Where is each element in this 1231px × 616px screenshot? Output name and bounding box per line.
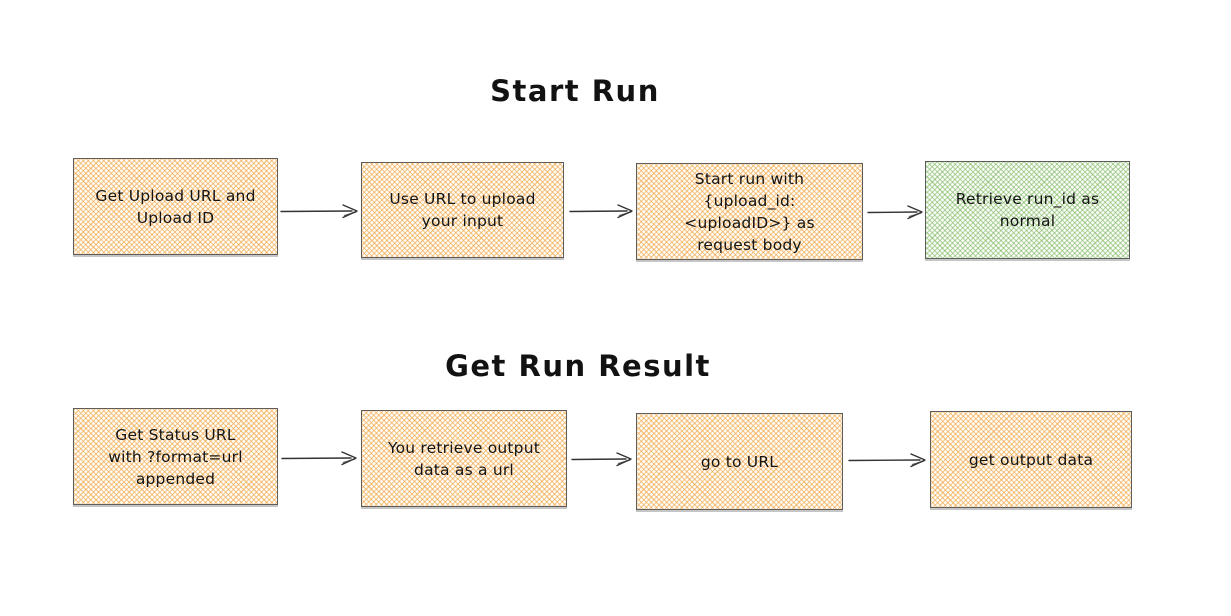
node-retrieve-run-id: Retrieve run_id as normal: [925, 161, 1130, 259]
node-retrieve-output-as-url: You retrieve output data as a url: [361, 410, 567, 507]
node-label: Get Status URL with ?format=url appended: [108, 425, 243, 488]
node-label: Retrieve run_id as normal: [955, 190, 1100, 230]
node-get-status-url: Get Status URL with ?format=url appended: [73, 408, 278, 505]
node-label: Start run with {upload_id: <uploadID>} a…: [684, 169, 815, 254]
section-title-start-run: Start Run: [490, 74, 660, 108]
node-label: You retrieve output data as a url: [387, 438, 541, 479]
flow-arrow: [848, 453, 926, 468]
node-use-url-to-upload: Use URL to upload your input: [361, 162, 564, 258]
node-start-run-with-upload-id: Start run with {upload_id: <uploadID>} a…: [636, 163, 863, 260]
flow-arrow: [280, 204, 358, 219]
flow-arrow: [867, 205, 923, 220]
section-title-get-run-result: Get Run Result: [445, 349, 711, 383]
node-label: Get Upload URL and Upload ID: [95, 186, 256, 227]
flow-arrow: [571, 452, 632, 467]
flow-arrow: [569, 204, 633, 219]
node-label: go to URL: [700, 452, 779, 471]
node-label: get output data: [968, 450, 1094, 469]
node-label: Use URL to upload your input: [389, 190, 536, 230]
node-go-to-url: go to URL: [636, 413, 843, 510]
flow-arrow: [281, 451, 357, 466]
node-get-output-data: get output data: [930, 411, 1132, 508]
node-get-upload-url: Get Upload URL and Upload ID: [73, 158, 278, 255]
